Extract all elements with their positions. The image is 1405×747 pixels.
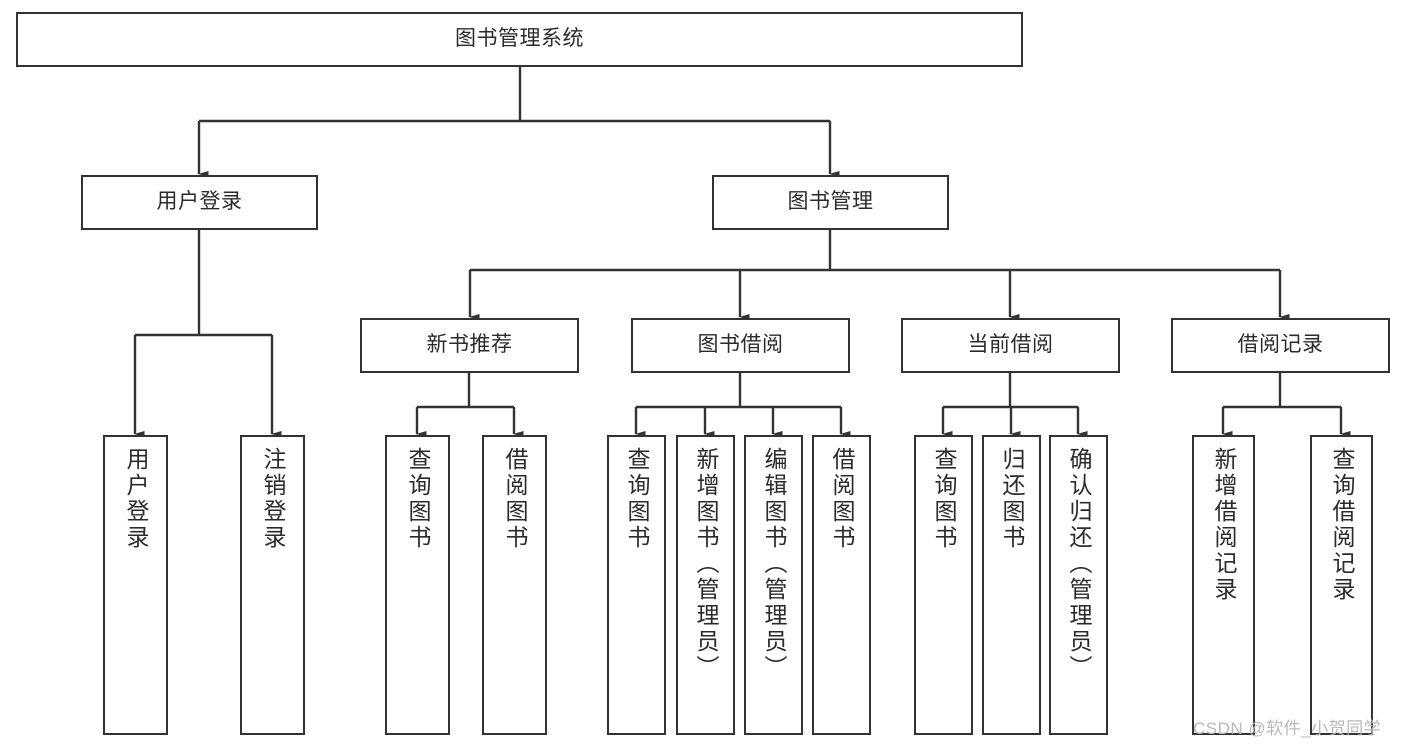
watermark-label: CSDN @软件_小贺同学 — [1193, 719, 1382, 738]
node-leaf-user-logout[interactable]: 注销登录 — [240, 435, 305, 735]
node-leaf-add-book[interactable]: 新增图书（管理员） — [676, 435, 735, 735]
node-label-leaf-user-login: 用户登录 — [123, 447, 149, 551]
node-leaf-edit-book[interactable]: 编辑图书（管理员） — [744, 435, 803, 735]
node-leaf-borrow-book-2[interactable]: 借阅图书 — [812, 435, 871, 735]
node-label-leaf-query-book-3: 查询图书 — [931, 447, 957, 551]
node-label-leaf-confirm-return: 确认归还（管理员） — [1066, 447, 1092, 681]
node-label-leaf-add-record: 新增借阅记录 — [1211, 447, 1237, 603]
node-leaf-query-book-1[interactable]: 查询图书 — [385, 435, 450, 735]
node-leaf-query-record[interactable]: 查询借阅记录 — [1310, 435, 1373, 735]
node-label-leaf-user-logout: 注销登录 — [260, 447, 286, 551]
node-label-leaf-edit-book: 编辑图书（管理员） — [761, 447, 787, 681]
node-label-leaf-borrow-book-1: 借阅图书 — [502, 447, 528, 551]
node-current-borrow[interactable]: 当前借阅 — [901, 318, 1120, 373]
node-label-leaf-return-book: 归还图书 — [999, 447, 1025, 551]
node-book-manage[interactable]: 图书管理 — [712, 175, 949, 230]
node-label-leaf-query-book-2: 查询图书 — [624, 447, 650, 551]
node-leaf-user-login[interactable]: 用户登录 — [103, 435, 168, 735]
node-new-book-rec[interactable]: 新书推荐 — [360, 318, 579, 373]
node-leaf-query-book-3[interactable]: 查询图书 — [914, 435, 973, 735]
node-label-leaf-borrow-book-2: 借阅图书 — [829, 447, 855, 551]
node-root[interactable]: 图书管理系统 — [16, 12, 1023, 67]
node-borrow-record[interactable]: 借阅记录 — [1171, 318, 1390, 373]
node-label-current-borrow: 当前借阅 — [967, 333, 1054, 357]
node-label-leaf-query-book-1: 查询图书 — [405, 447, 431, 551]
node-label-leaf-add-book: 新增图书（管理员） — [693, 447, 719, 681]
node-label-leaf-query-record: 查询借阅记录 — [1329, 447, 1355, 603]
node-leaf-query-book-2[interactable]: 查询图书 — [607, 435, 666, 735]
node-leaf-confirm-return[interactable]: 确认归还（管理员） — [1049, 435, 1108, 735]
node-leaf-return-book[interactable]: 归还图书 — [982, 435, 1041, 735]
node-leaf-add-record[interactable]: 新增借阅记录 — [1192, 435, 1255, 735]
node-label-user-login: 用户登录 — [156, 190, 243, 214]
node-label-borrow-record: 借阅记录 — [1237, 333, 1324, 357]
node-label-book-borrow: 图书借阅 — [697, 333, 784, 357]
node-label-new-book-rec: 新书推荐 — [426, 333, 513, 357]
node-label-root: 图书管理系统 — [455, 27, 584, 51]
node-leaf-borrow-book-1[interactable]: 借阅图书 — [482, 435, 547, 735]
node-user-login[interactable]: 用户登录 — [81, 175, 318, 230]
node-book-borrow[interactable]: 图书借阅 — [631, 318, 850, 373]
edge-paths — [133, 67, 1351, 437]
node-label-book-manage: 图书管理 — [787, 190, 874, 214]
